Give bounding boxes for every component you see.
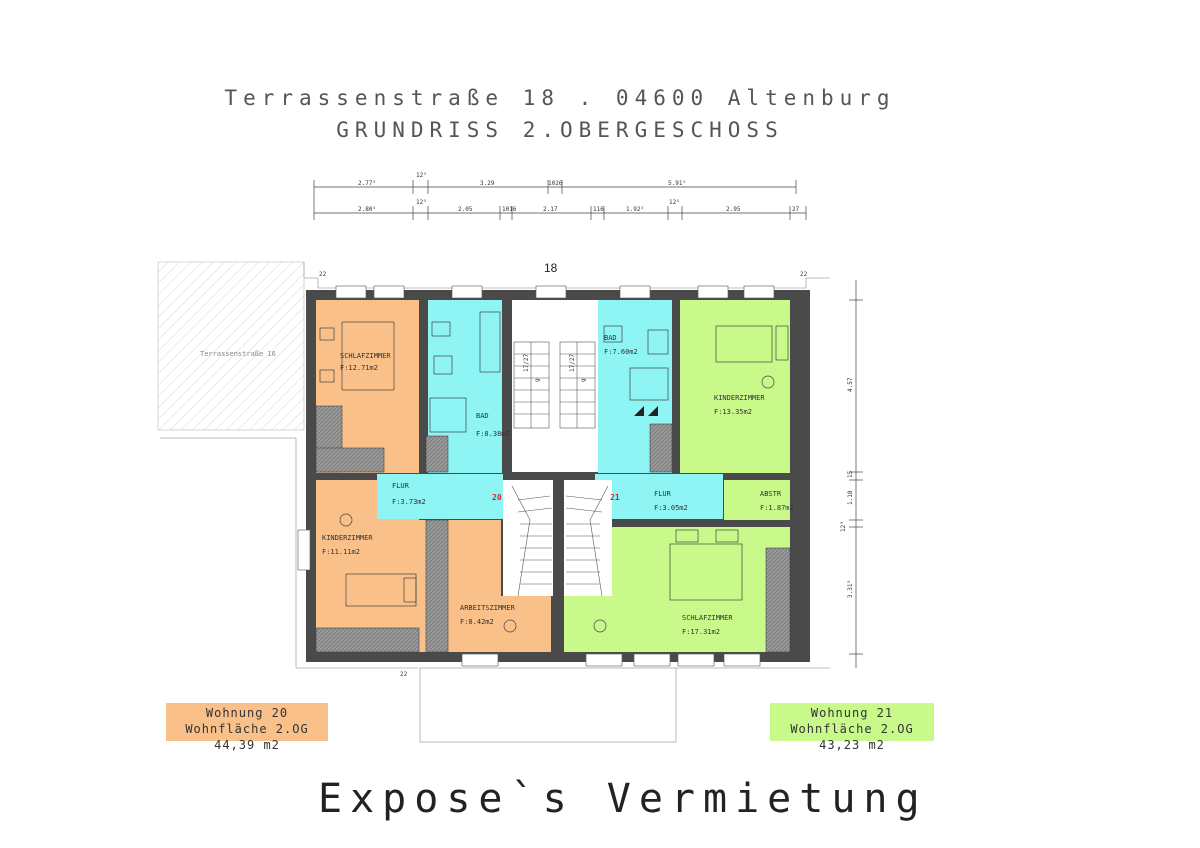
room-name: KINDERZIMMER: [714, 394, 765, 402]
neighbor-building: [157, 261, 305, 431]
room-area: F:12.71m2: [340, 364, 378, 372]
wardrobe: [765, 547, 791, 653]
room-abstr: [724, 480, 790, 520]
dim-label: 116: [593, 206, 604, 213]
room-name: SCHLAFZIMMER: [340, 352, 391, 360]
wardrobe: [315, 447, 385, 473]
dim-label: 12⁵: [416, 172, 427, 179]
room-name: BAD: [476, 412, 489, 420]
unit-number-21: 21: [610, 493, 620, 502]
stair-label: 9: [535, 378, 542, 382]
room-arbeitszimmer-extension: [501, 596, 551, 652]
unit-21-area: Wohnfläche 2.OG 43,23 m2: [790, 722, 914, 752]
room-area: F:8.42m2: [460, 618, 494, 626]
dim-label: 12⁵: [669, 199, 680, 206]
dim-label: 2.05: [458, 206, 473, 213]
dim-label: 4.57: [847, 377, 854, 392]
shaft: [425, 435, 449, 473]
room-area: F:11.11m2: [322, 548, 360, 556]
dim-label: 3.31⁵: [847, 580, 854, 598]
room-labels: SCHLAFZIMMER F:12.71m2 BAD F:8.38m2 BAD …: [322, 334, 794, 636]
room-name: ABSTR: [760, 490, 782, 498]
dim-label: 27: [792, 206, 800, 213]
stair-label: 9: [581, 378, 588, 382]
corner-mark: 22: [800, 271, 808, 278]
address-title: Terrassenstraße 18 . 04600 Altenburg: [224, 86, 896, 110]
room-area: F:17.31m2: [682, 628, 720, 636]
unit-number-20: 20: [492, 493, 502, 502]
room-schlafzimmer-21-extension: [564, 596, 612, 652]
unit-20-summary: Wohnung 20 Wohnfläche 2.OG 44,39 m2: [166, 703, 328, 752]
dim-label: 3.29: [480, 180, 495, 187]
unit-21-summary: Wohnung 21 Wohnfläche 2.OG 43,23 m2: [770, 703, 934, 752]
unit-21-title: Wohnung 21: [810, 706, 894, 720]
staircase-right: [564, 480, 612, 596]
dim-label: 2.77⁵: [358, 180, 376, 187]
corner-mark: 22: [400, 671, 408, 678]
dim-label: 1.10: [847, 490, 854, 505]
furniture: [319, 311, 789, 633]
room-area: F:8.38m2: [476, 430, 510, 438]
stair-label: 17/27: [569, 354, 576, 372]
room-name: BAD: [604, 334, 617, 342]
shaft: [649, 423, 673, 473]
dim-label: 1.92⁵: [626, 206, 644, 213]
room-area: F:7.60m2: [604, 348, 638, 356]
dim-label: 5.91⁵: [668, 180, 686, 187]
room-name: FLUR: [392, 482, 410, 490]
unit-20-title: Wohnung 20: [205, 706, 289, 720]
dimension-chain-right: [849, 280, 863, 668]
unit-20-area: Wohnfläche 2.OG 44,39 m2: [185, 722, 309, 752]
dimension-labels-top: 2.77⁵ 12⁵ 3.29 1026 5.91⁵ 2.80⁵ 12⁵ 2.05…: [358, 172, 800, 213]
room-area: F:3.05m2: [654, 504, 688, 512]
room-flur-20: [377, 474, 503, 519]
room-area: F:1.87m2: [760, 504, 794, 512]
stair-label: 17/27: [523, 354, 530, 372]
dim-label: 2.17: [543, 206, 558, 213]
dim-label: 2.80⁵: [358, 206, 376, 213]
staircase-upper: [512, 300, 598, 472]
stair-treads: [511, 341, 609, 597]
room-schlafzimmer-21: [612, 527, 790, 652]
staircase-left: [503, 480, 553, 596]
vent-markers: [634, 406, 658, 416]
dim-label: 15: [847, 470, 854, 478]
room-name: ARBEITSZIMMER: [460, 604, 516, 612]
footer-title: Expose`s Vermietung: [318, 776, 928, 822]
room-name: SCHLAFZIMMER: [682, 614, 733, 622]
windows: [297, 285, 775, 667]
dim-label: 1016: [502, 206, 517, 213]
dim-label: 1026: [548, 180, 563, 187]
dim-label: 2.95: [726, 206, 741, 213]
corner-mark: 22: [319, 271, 327, 278]
house-number: 18: [544, 261, 558, 275]
dimension-labels-right: 4.57 15 1.10 12⁵ 3.31⁵: [840, 377, 854, 598]
room-area: F:13.35m2: [714, 408, 752, 416]
room-name: FLUR: [654, 490, 672, 498]
room-area: F:3.73m2: [392, 498, 426, 506]
neighbor-label: Terrassenstraße 16: [200, 350, 276, 358]
wardrobe: [315, 627, 420, 653]
wardrobe: [425, 519, 449, 653]
plan-title: GRUNDRISS 2.OBERGESCHOSS: [336, 118, 784, 142]
room-name: KINDERZIMMER: [322, 534, 373, 542]
dim-label: 12⁵: [840, 521, 847, 532]
dim-label: 12⁵: [416, 199, 427, 206]
room-flur-21: [595, 474, 723, 519]
dimension-chain-top: [313, 180, 807, 220]
